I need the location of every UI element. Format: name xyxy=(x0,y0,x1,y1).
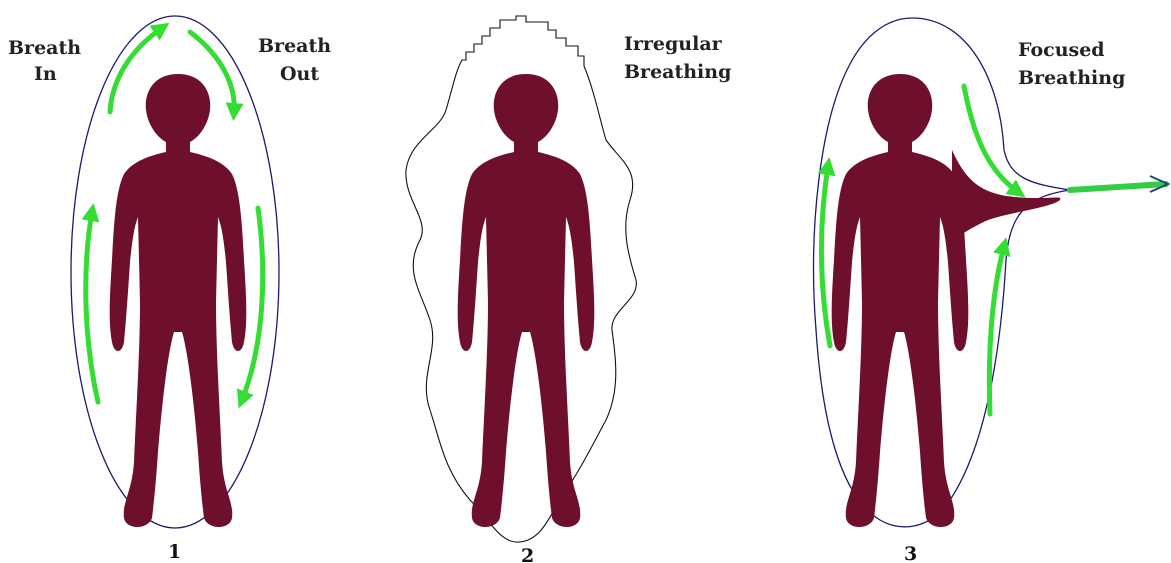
panel-1: Breath In Breath Out 1 xyxy=(8,16,331,563)
panel-number-2: 2 xyxy=(521,545,534,563)
person-silhouette-1 xyxy=(110,74,247,527)
label-breath-out-line1: Breath xyxy=(258,35,331,57)
focused-arrow-left xyxy=(821,166,830,346)
label-breath-in-line1: Breath xyxy=(8,37,81,59)
label-breath-in-line2: In xyxy=(34,63,57,85)
label-focused-line2: Breathing xyxy=(1018,67,1125,89)
label-focused-line1: Focused xyxy=(1018,39,1105,61)
person-silhouette-3 xyxy=(832,74,969,527)
extended-arm-3 xyxy=(952,150,1060,240)
label-breath-out-line2: Out xyxy=(280,63,319,85)
person-silhouette-2 xyxy=(458,74,595,527)
panel-3: Focused Breathing 3 xyxy=(814,18,1168,563)
label-irregular-line1: Irregular xyxy=(624,33,723,55)
focused-arrow-top xyxy=(964,86,1018,192)
focused-beam xyxy=(1070,184,1166,190)
focused-arrow-lower xyxy=(989,246,1004,414)
label-irregular-line2: Breathing xyxy=(624,61,731,83)
panel-number-1: 1 xyxy=(168,541,181,563)
breath-in-arrow-lower xyxy=(86,212,98,402)
panel-2: Irregular Breathing 2 xyxy=(406,16,732,563)
panel-number-3: 3 xyxy=(904,543,917,563)
